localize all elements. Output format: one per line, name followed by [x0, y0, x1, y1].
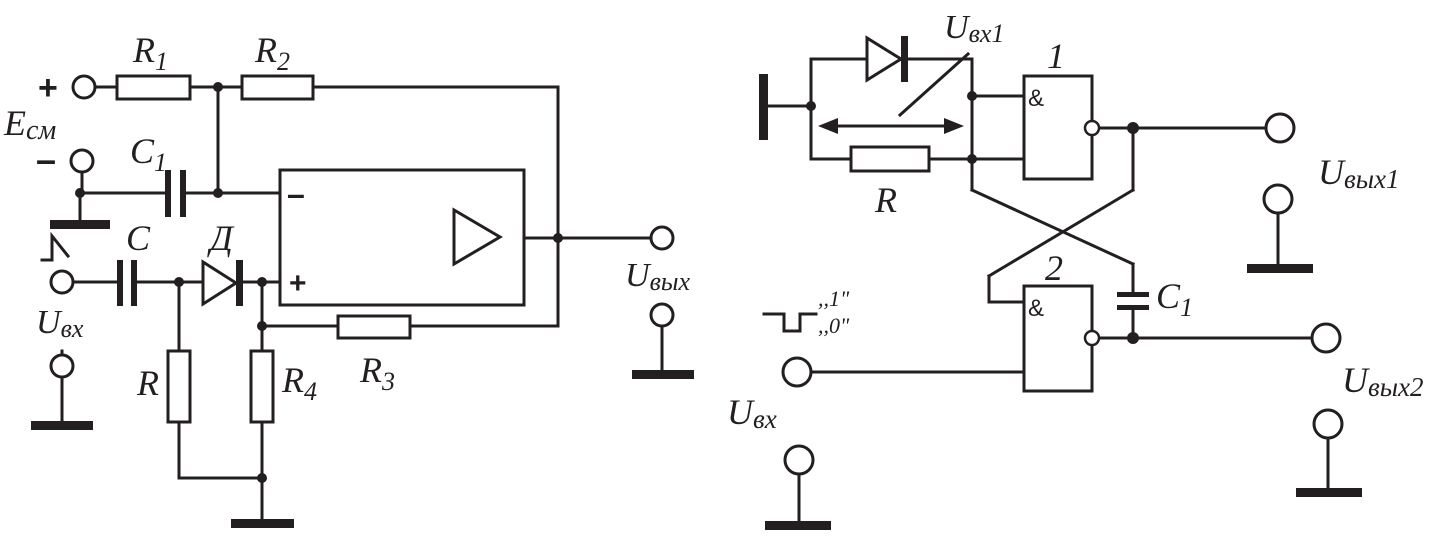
- double-arrow-icon: [818, 118, 964, 134]
- label-c1: C1: [1156, 276, 1193, 322]
- capacitor-c1-icon: [165, 170, 186, 217]
- wire: [311, 85, 560, 328]
- label-diode: Д: [207, 218, 235, 258]
- output-ground-terminal-icon: [649, 302, 675, 328]
- label-r1: R1: [132, 30, 168, 76]
- diode-icon: [865, 35, 908, 83]
- label-r4: R4: [281, 360, 317, 406]
- label-u-in: Uвх: [36, 304, 84, 343]
- junction-dot: [967, 91, 977, 101]
- ground-icon: [632, 370, 694, 379]
- resistor-r-icon: [849, 145, 931, 173]
- junction-dot: [257, 277, 267, 287]
- left-circuit: R1 R2 R3 R4 R C C1 Д Eсм Uвх Uвых + – – …: [3, 30, 694, 528]
- junction-dot: [213, 188, 223, 198]
- resistor-r-icon: [166, 349, 192, 424]
- ground-icon: [31, 421, 93, 430]
- wire: [80, 170, 167, 195]
- resistor-r4-icon: [249, 349, 275, 424]
- plus-terminal-icon: [71, 74, 97, 100]
- input-terminal-icon: [49, 269, 75, 295]
- capacitor-c-icon: [117, 260, 137, 306]
- wire: [970, 188, 1135, 266]
- wire: [986, 187, 1136, 279]
- output-terminal-icon: [649, 225, 675, 251]
- capacitor-c1-icon: [1117, 292, 1149, 310]
- junction-dot: [213, 82, 223, 92]
- junction-dot: [1127, 122, 1139, 134]
- adjust-slash-icon: [897, 51, 971, 118]
- opamp-icon: [278, 168, 526, 307]
- label-level-zero: ,,0": [818, 313, 850, 338]
- wire: [177, 420, 264, 480]
- input-ground-terminal-icon: [783, 444, 815, 476]
- minus-sign: –: [36, 139, 56, 180]
- label-c: C: [126, 218, 151, 258]
- input-ground-terminal-icon: [49, 353, 75, 379]
- gate2-number: 2: [1045, 248, 1063, 288]
- ground-icon: [765, 521, 831, 530]
- label-c1: C1: [130, 131, 167, 177]
- gate2-symbol: &: [1028, 295, 1044, 322]
- gate1-symbol: &: [1028, 85, 1044, 112]
- and-gate-2-icon: [1022, 284, 1101, 393]
- pulse-icon: [762, 312, 818, 333]
- label-r: R: [136, 363, 159, 403]
- right-circuit: Uвх1 R 1 2 & & C1 Uвых1 Uвых2 Uвх ,,1" ,…: [727, 9, 1424, 530]
- wire: [987, 274, 1026, 304]
- resistor-r1-icon: [115, 74, 192, 101]
- junction-dot: [174, 277, 184, 287]
- resistor-r3-icon: [336, 314, 412, 340]
- gate1-number: 1: [1047, 36, 1065, 76]
- ground-icon: [1296, 488, 1362, 497]
- junction-dot: [257, 473, 267, 483]
- ground-icon: [231, 519, 294, 528]
- output2-terminal-icon: [1310, 322, 1342, 354]
- label-u-in: Uвх: [727, 392, 777, 434]
- input-terminal-icon: [781, 356, 813, 388]
- label-r2: R2: [254, 30, 290, 76]
- label-r3: R3: [359, 350, 395, 396]
- junction-dot: [806, 101, 816, 111]
- junction-dot: [257, 321, 267, 331]
- output1-terminal-icon: [1264, 112, 1296, 144]
- output2-ground-terminal-icon: [1312, 408, 1344, 440]
- label-level-one: ,,1": [818, 286, 850, 311]
- opamp-minus-sign: –: [287, 176, 305, 212]
- label-u-out1: Uвых1: [1318, 152, 1400, 194]
- and-gate-1-icon: [1022, 74, 1101, 181]
- supply-bar-icon: [759, 74, 768, 140]
- output1-ground-terminal-icon: [1262, 183, 1294, 215]
- opamp-plus-sign: +: [289, 267, 307, 300]
- plus-sign: +: [38, 69, 58, 107]
- junction-dot: [967, 154, 977, 164]
- junction-dot: [1127, 332, 1139, 344]
- ground-icon: [1247, 264, 1313, 273]
- ground-icon: [50, 220, 110, 229]
- resistor-r2-icon: [240, 74, 315, 101]
- minus-terminal-icon: [69, 148, 95, 174]
- junction-dot: [553, 233, 563, 243]
- label-u-in1: Uвх1: [944, 9, 1004, 48]
- label-e-bias: Eсм: [3, 103, 56, 146]
- diode-icon: [201, 259, 243, 307]
- label-r: R: [874, 180, 897, 220]
- label-u-out2: Uвых2: [1342, 360, 1424, 402]
- wire: [903, 57, 1026, 98]
- label-u-out: Uвых: [625, 257, 690, 296]
- step-pulse-icon: [40, 231, 71, 262]
- junction-dot: [75, 188, 85, 198]
